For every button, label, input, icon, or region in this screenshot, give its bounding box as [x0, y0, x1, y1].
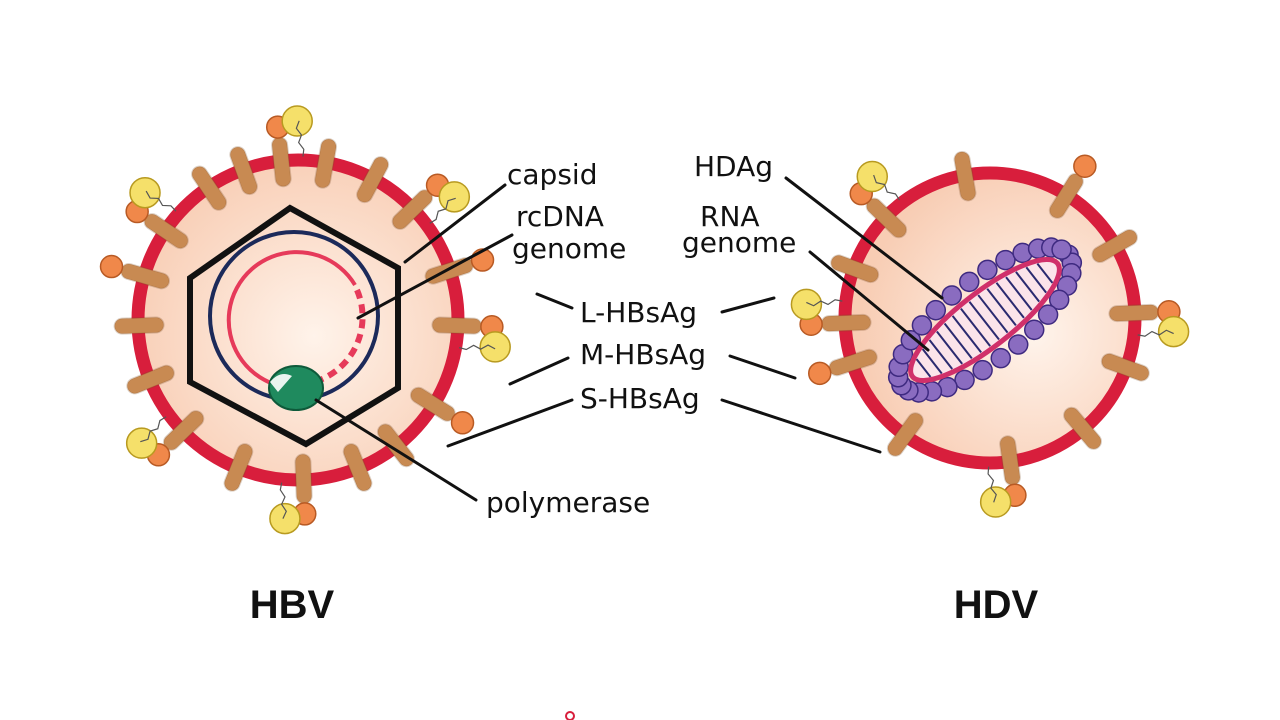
rna-base-pair	[928, 339, 954, 370]
rna-base-pair	[936, 330, 963, 365]
hdag-bead	[911, 315, 933, 336]
label-m-hbsag: M-HBsAg	[580, 338, 706, 371]
hbsag-s-protein	[953, 150, 977, 202]
label-rna-line2: genome	[682, 226, 796, 259]
capsid-hexagon	[187, 204, 401, 448]
rna-base-pair	[968, 301, 1000, 341]
leader-m-hbsag-left	[508, 356, 570, 386]
hbsag-s-protein	[342, 443, 373, 492]
hdag-bead	[958, 271, 980, 293]
hbv-surface-proteins	[99, 105, 511, 535]
rna-base-pair	[1036, 262, 1054, 284]
hbsag-l-protein	[125, 176, 189, 250]
hbsag-s-protein	[1063, 406, 1102, 450]
hbsag-l-protein	[790, 288, 872, 336]
rna-base-pair	[1015, 271, 1040, 303]
rna-base-pair	[960, 308, 991, 347]
label-rna-line1: RNA	[700, 200, 760, 233]
label-rcdna-line2: genome	[512, 232, 626, 265]
hbsag-l-protein	[979, 435, 1027, 518]
hdag-bead	[977, 259, 998, 281]
hbsag-s-protein	[191, 165, 228, 211]
rcdna-gap	[318, 288, 366, 383]
hbsag-m-protein	[1048, 154, 1097, 219]
leader-lines	[314, 176, 944, 502]
hbsag-s-protein	[1091, 229, 1138, 263]
leader-m-hbsag-right	[728, 354, 797, 380]
hbsag-s-protein	[113, 316, 165, 335]
hbsag-l-protein	[1108, 300, 1190, 348]
rna-base-pair	[915, 358, 932, 378]
hbsag-s-protein	[356, 156, 390, 204]
hbsag-l-protein	[849, 160, 908, 239]
leader-l-hbsag-right	[720, 296, 776, 314]
leader-rcdna	[356, 233, 514, 320]
hdv-virion	[790, 150, 1190, 518]
hbsag-s-protein	[126, 364, 175, 395]
leader-capsid	[403, 183, 507, 264]
hdag-bead	[1051, 239, 1072, 260]
leader-hdag	[784, 176, 944, 300]
label-l-hbsag: L-HBsAg	[580, 296, 697, 329]
leader-l-hbsag-left	[535, 292, 574, 310]
hbsag-l-protein	[125, 410, 205, 467]
label-polymerase: polymerase	[486, 486, 650, 519]
hbsag-s-protein	[223, 443, 254, 492]
hdv-ribonucleoprotein	[887, 237, 1083, 403]
hdag-bead	[972, 359, 993, 381]
hbsag-l-protein	[391, 173, 471, 230]
cursor-marker	[565, 711, 575, 720]
hbsag-s-protein	[1100, 352, 1150, 382]
hbsag-s-protein	[229, 146, 258, 196]
rna-base-pair	[995, 282, 1025, 319]
rna-hatching	[915, 262, 1054, 378]
rna-base-pair	[977, 294, 1009, 334]
rcdna-inner-strand	[226, 250, 357, 391]
labels: capsid rcDNA genome L-HBsAg M-HBsAg S-HB…	[250, 150, 1039, 627]
hbsag-s-protein	[314, 138, 338, 189]
leader-s-hbsag-left	[446, 398, 574, 448]
hbsag-l-protein	[265, 105, 313, 188]
hdag-bead	[990, 347, 1012, 369]
label-rcdna-line1: rcDNA	[516, 200, 604, 233]
hbsag-m-protein	[99, 254, 171, 290]
hbsag-l-protein	[269, 453, 317, 535]
rna-base-pair	[921, 348, 943, 375]
hdag-beads	[887, 237, 1083, 403]
label-capsid: capsid	[507, 158, 597, 191]
hdag-bead	[925, 299, 947, 321]
polymerase-icon	[268, 365, 324, 411]
hdag-bead	[941, 285, 963, 306]
label-hbv: HBV	[250, 583, 335, 627]
rna-base-pair	[1005, 276, 1033, 311]
label-s-hbsag: S-HBsAg	[580, 382, 700, 415]
leader-s-hbsag-right	[720, 398, 882, 454]
hbsag-s-protein	[886, 412, 924, 457]
hdag-bead	[1023, 319, 1045, 341]
label-hdag: HDAg	[694, 150, 773, 183]
leader-rna-genome	[808, 250, 930, 352]
rna-base-pair	[951, 315, 982, 354]
hbsag-m-protein	[409, 386, 475, 435]
rna-base-pair	[1025, 266, 1047, 294]
rna-base-pair	[986, 288, 1017, 327]
hbsag-l-protein	[431, 315, 511, 363]
label-hdv: HDV	[954, 583, 1039, 627]
hbsag-s-protein	[830, 254, 880, 284]
hdag-bead	[1007, 334, 1029, 355]
hbv-virion	[99, 105, 511, 535]
hdv-surface-proteins	[790, 150, 1190, 518]
rna-base-pair	[943, 322, 973, 359]
hdag-bead	[1037, 304, 1059, 325]
leader-polymerase	[314, 398, 478, 502]
hbsag-m-protein	[808, 348, 878, 386]
